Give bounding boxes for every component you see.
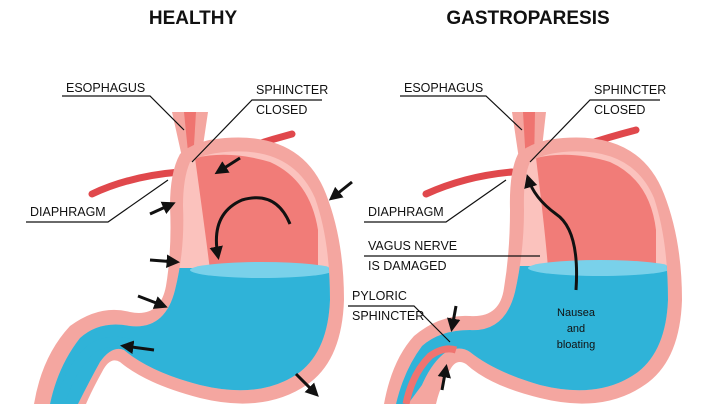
gastroparesis-title: GASTROPARESIS — [446, 8, 609, 29]
contraction-arrow — [137, 294, 168, 309]
contraction-arrow — [294, 372, 319, 397]
contraction-arrow — [328, 180, 353, 201]
healthy-diaphragm-left — [88, 168, 184, 198]
pyloric-arrow — [447, 305, 461, 332]
healthy-mixing-arrow — [209, 196, 292, 260]
gastro-diaphragm-label: DIAPHRAGM — [368, 205, 444, 219]
vagus-nerve-label-2: IS DAMAGED — [368, 259, 447, 273]
contraction-arrow — [149, 254, 181, 269]
pyloric-sphincter-label: PYLORIC — [352, 289, 407, 303]
gastro-sphincter-label: SPHINCTER — [594, 83, 666, 97]
symptom-text-2: and — [567, 323, 585, 335]
vagus-nerve-label: VAGUS NERVE — [368, 239, 457, 253]
healthy-esophagus-label: ESOPHAGUS — [66, 81, 145, 95]
gastro-diaphragm-left — [422, 168, 516, 198]
healthy-sphincter-label-2: CLOSED — [256, 103, 307, 117]
pyloric-outlet — [402, 345, 458, 404]
healthy-fluid — [50, 268, 330, 404]
healthy-panel: HEALTHY ESOPHAGUS SPHINCTER CLOSE — [26, 8, 353, 404]
symptom-text: Nausea — [557, 307, 596, 319]
pyloric-sphincter-label-2: SPHINCTER — [352, 309, 424, 323]
healthy-title: HEALTHY — [149, 8, 238, 29]
contraction-arrow — [214, 156, 241, 175]
pyloric-arrow — [437, 364, 451, 391]
contraction-arrow — [149, 201, 176, 216]
gastroparesis-panel: GASTROPARESIS Nausea and bloating ESOPHA… — [348, 8, 682, 404]
gastro-fluid-surface — [528, 260, 668, 276]
healthy-diaphragm-label: DIAPHRAGM — [30, 205, 106, 219]
contraction-arrow — [119, 340, 155, 354]
reflux-arrow — [524, 174, 579, 291]
gastro-esophagus-label: ESOPHAGUS — [404, 81, 483, 95]
gastro-sphincter-label-2: CLOSED — [594, 103, 645, 117]
symptom-text-3: bloating — [557, 339, 596, 351]
healthy-sphincter-label: SPHINCTER — [256, 83, 328, 97]
healthy-fluid-surface — [190, 262, 330, 278]
